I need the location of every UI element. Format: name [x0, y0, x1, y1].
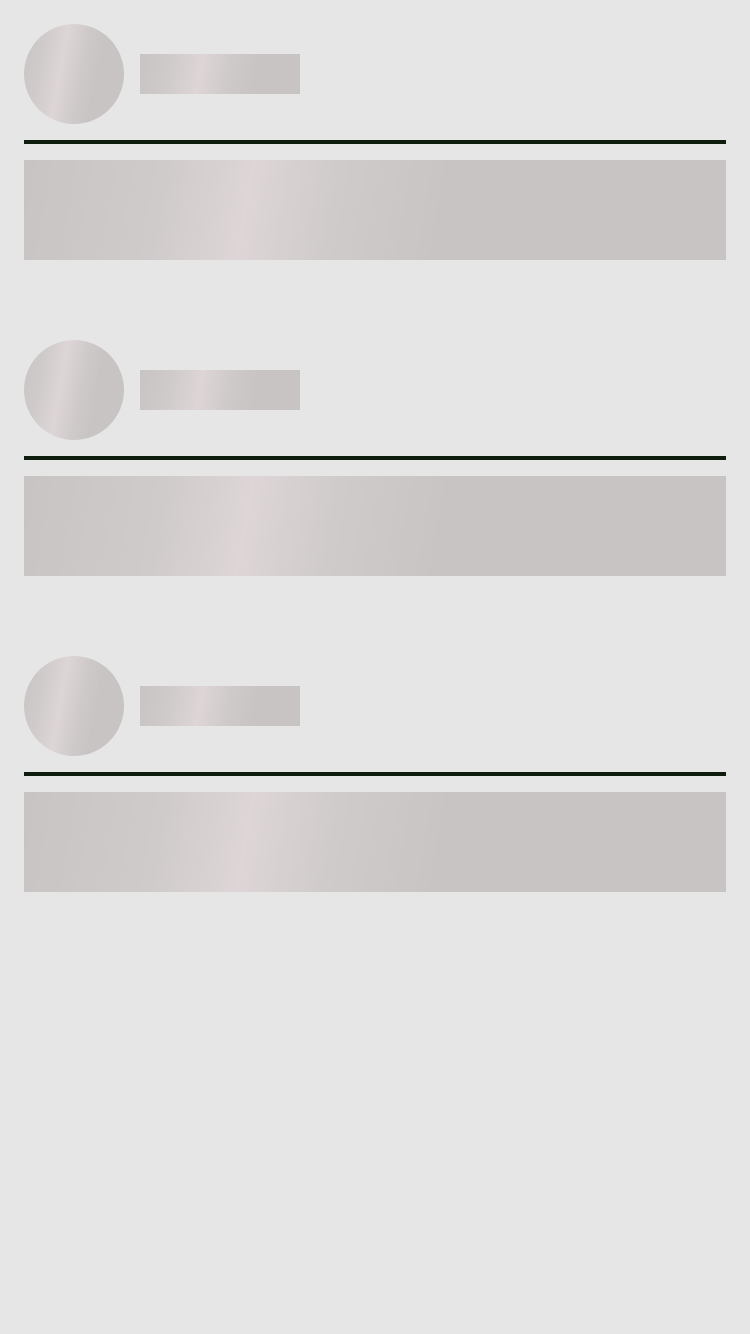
card-divider — [24, 456, 726, 460]
content-placeholder — [24, 792, 726, 892]
avatar-placeholder — [24, 340, 124, 440]
skeleton-card — [0, 340, 750, 576]
name-placeholder — [140, 54, 300, 94]
avatar-placeholder — [24, 24, 124, 124]
name-placeholder — [140, 370, 300, 410]
name-placeholder — [140, 686, 300, 726]
skeleton-card — [0, 24, 750, 260]
card-divider — [24, 140, 726, 144]
content-placeholder — [24, 476, 726, 576]
avatar-placeholder — [24, 656, 124, 756]
skeleton-card — [0, 656, 750, 892]
card-divider — [24, 772, 726, 776]
content-placeholder — [24, 160, 726, 260]
